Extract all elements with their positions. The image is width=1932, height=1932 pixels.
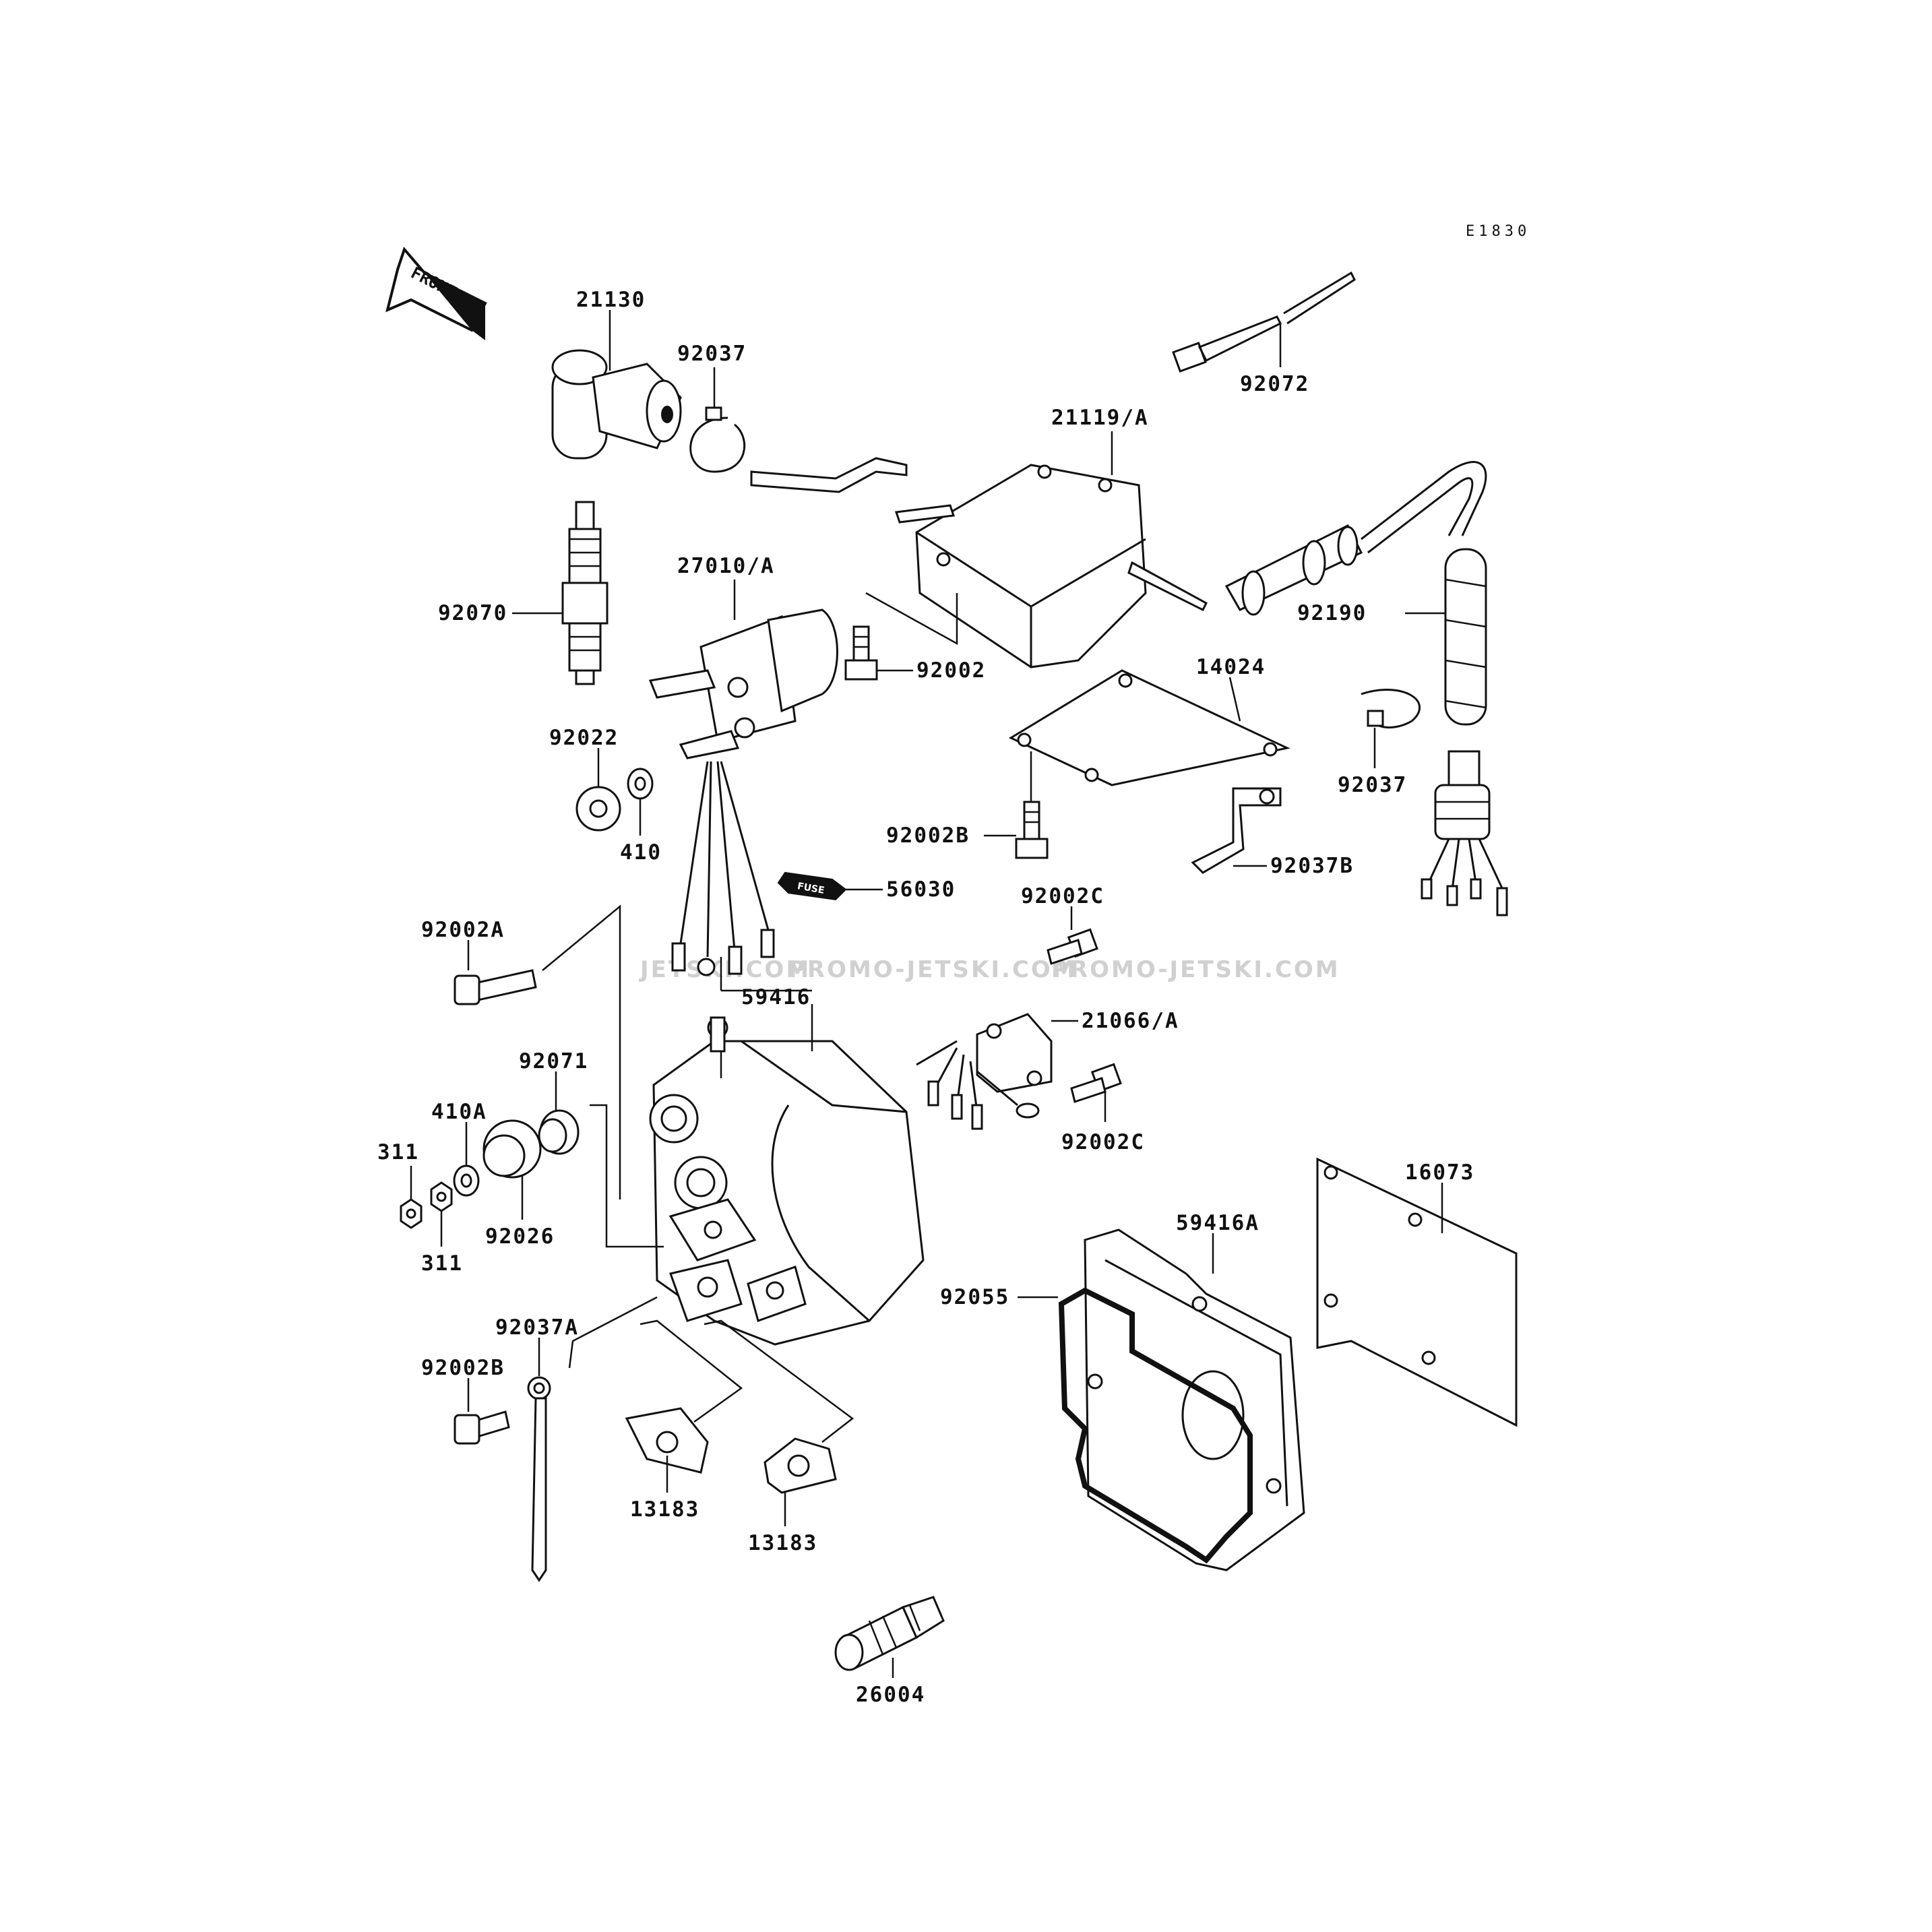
grommet-92071	[538, 1071, 580, 1155]
label-92037-top: 92037	[677, 342, 747, 366]
bolt-92002B-top	[984, 751, 1049, 859]
label-92072: 92072	[1240, 372, 1309, 396]
label-13183-left: 13183	[630, 1497, 699, 1522]
label-92002C-top: 92002C	[1021, 884, 1104, 908]
label-92002B-bot: 92002B	[421, 1356, 505, 1380]
label-14024: 14024	[1196, 655, 1266, 679]
bracket-92037B	[1191, 787, 1282, 874]
bolt-92002C-bot	[1070, 1063, 1122, 1122]
label-92071: 92071	[519, 1049, 588, 1073]
fuse: FUSE	[777, 871, 883, 901]
seal-gasket	[1018, 1287, 1253, 1564]
label-13183-right: 13183	[748, 1531, 817, 1555]
label-59416: 59416	[741, 985, 811, 1009]
label-311-top: 311	[377, 1140, 419, 1164]
label-21130: 21130	[576, 288, 646, 312]
label-92037A: 92037A	[495, 1315, 579, 1340]
harness-connector	[1224, 461, 1487, 616]
washer-410A	[453, 1122, 480, 1197]
wire-connector	[1421, 750, 1508, 916]
starter-relay	[648, 580, 838, 976]
washer-92022	[575, 748, 621, 832]
label-92002A: 92002A	[421, 918, 505, 942]
watermark-3: PROMO-JETSKI.COM	[1051, 956, 1340, 983]
protective-tube	[1405, 548, 1487, 726]
front-arrow-icon: FRONT	[385, 247, 487, 340]
fuse-holder	[834, 1596, 945, 1678]
label-92002B-top: 92002B	[886, 823, 970, 848]
watermark-2: PROMO-JETSKI.COM	[788, 956, 1078, 983]
cable-tie-92037A	[527, 1296, 658, 1582]
fuse-label: FUSE	[797, 881, 825, 896]
label-92002: 92002	[916, 658, 986, 683]
bolt-92002A	[454, 904, 621, 1199]
spark-plug-cap	[551, 310, 682, 460]
label-92037B: 92037B	[1270, 854, 1354, 878]
label-92070: 92070	[438, 601, 507, 625]
label-16073: 16073	[1405, 1160, 1474, 1185]
nut-311-top	[400, 1166, 423, 1229]
bolt-92002B-bot	[454, 1378, 510, 1445]
electrical-case	[590, 957, 925, 1346]
label-21066A: 21066/A	[1082, 1009, 1179, 1033]
watermark-1: JETSKI.COM	[639, 956, 811, 983]
label-410: 410	[620, 840, 662, 865]
diagram-code: E1830	[1466, 223, 1530, 240]
label-92037-mid: 92037	[1338, 773, 1407, 797]
regulator	[916, 1013, 1078, 1130]
gasket-13183-right	[704, 1319, 854, 1526]
label-92055: 92055	[940, 1285, 1009, 1309]
bolt-92002C-top	[1047, 906, 1098, 965]
label-92190: 92190	[1297, 601, 1367, 625]
label-92002C-bot: 92002C	[1061, 1130, 1145, 1154]
gasket-13183-left	[625, 1319, 743, 1493]
cdi-box	[750, 431, 1208, 668]
label-410A: 410A	[431, 1100, 487, 1124]
cable-tie	[1172, 271, 1356, 373]
label-92022: 92022	[549, 726, 619, 750]
gasket-sheet	[1316, 1157, 1518, 1427]
label-311-bot: 311	[421, 1251, 463, 1276]
nut-311-bot	[430, 1181, 453, 1247]
bolt-92002	[844, 592, 958, 681]
clamp-clip-middle	[1361, 689, 1421, 768]
washer-410	[627, 768, 654, 836]
clamp-clip-top	[689, 367, 746, 473]
grommet-92026	[482, 1119, 542, 1220]
label-56030: 56030	[886, 877, 956, 902]
label-92026: 92026	[485, 1224, 555, 1249]
label-26004: 26004	[856, 1683, 925, 1707]
mounting-plate	[1008, 669, 1290, 786]
label-21119A: 21119/A	[1051, 406, 1149, 430]
label-59416A: 59416A	[1176, 1211, 1259, 1235]
label-27010A: 27010/A	[677, 554, 775, 578]
spark-plug	[512, 501, 609, 685]
case-cover	[1084, 1228, 1305, 1571]
